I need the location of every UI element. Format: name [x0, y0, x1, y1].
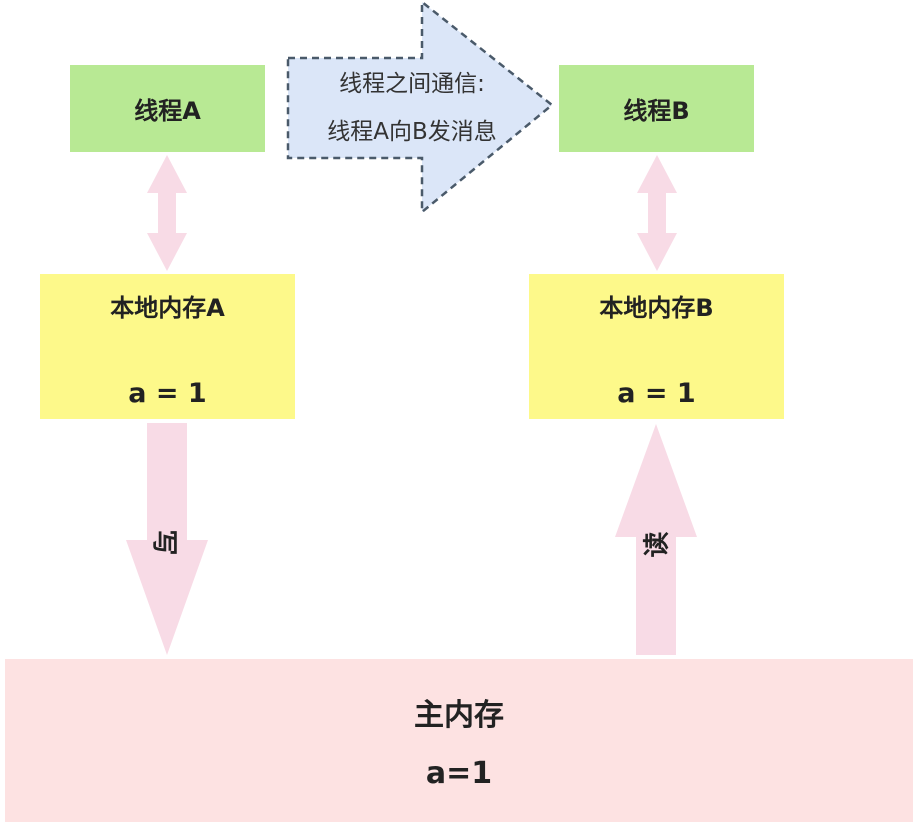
thread-a-label: 线程A — [134, 97, 201, 125]
read-label: 读 — [642, 531, 673, 558]
read-arrow — [615, 424, 697, 655]
thread-b-label: 线程B — [623, 97, 690, 125]
write-arrow — [126, 423, 208, 655]
double-arrow-a — [147, 155, 187, 271]
local-memory-b-title: 本地内存B — [599, 294, 714, 322]
message-arrow — [286, 0, 554, 215]
local-memory-a-box: 本地内存A a = 1 — [40, 274, 295, 419]
thread-b-box: 线程B — [559, 65, 754, 152]
local-memory-b-box: 本地内存B a = 1 — [529, 274, 784, 419]
main-memory-box: 主内存 a=1 — [5, 659, 913, 822]
local-memory-a-title: 本地内存A — [110, 294, 225, 322]
local-memory-b-value: a = 1 — [617, 378, 696, 409]
double-arrow-b — [637, 155, 677, 271]
main-memory-title: 主内存 — [414, 698, 504, 733]
message-label: 线程之间通信: 线程A向B发消息 — [292, 60, 532, 156]
message-line-1: 线程之间通信: — [339, 71, 485, 97]
thread-a-box: 线程A — [70, 65, 265, 152]
main-memory-value: a=1 — [425, 756, 493, 791]
message-line-2: 线程A向B发消息 — [327, 119, 497, 145]
local-memory-a-value: a = 1 — [128, 378, 207, 409]
write-label: 写 — [148, 529, 179, 556]
